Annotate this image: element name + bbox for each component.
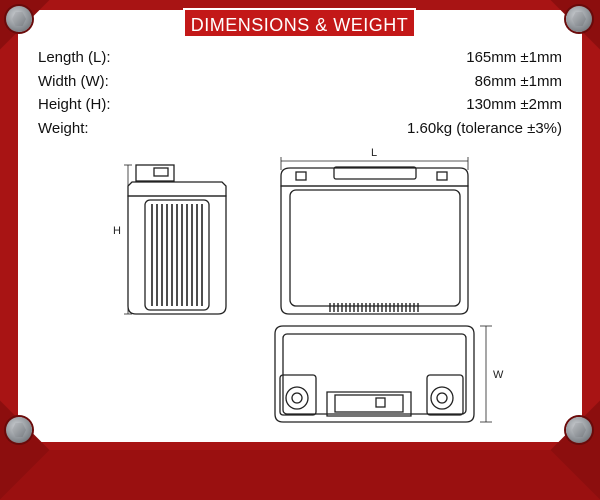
top-view-outline (274, 325, 475, 423)
terminal-left-icon (285, 386, 309, 410)
bolt-icon (566, 417, 592, 443)
top-view: W (274, 325, 504, 423)
length-marker: L (371, 147, 377, 159)
spec-value: 86mm ±1mm (474, 72, 562, 90)
spec-label: Weight: (38, 119, 89, 137)
bolt-icon (6, 6, 32, 32)
spec-label: Length (L): (38, 49, 111, 66)
front-view-lid (280, 167, 469, 187)
height-marker: H (113, 225, 121, 237)
spec-row-height: Height (H): 130mm ±2mm (38, 93, 562, 117)
terminal-right-icon (430, 386, 454, 410)
spec-value: 1.60kg (tolerance ±3%) (407, 119, 562, 137)
bolt-icon (6, 417, 32, 443)
bolt-icon (566, 6, 592, 32)
spec-label: Height (H): (38, 96, 111, 113)
content-panel (18, 10, 582, 442)
side-view-terminal (135, 164, 175, 182)
spec-row-weight: Weight: 1.60kg (tolerance ±3%) (38, 117, 562, 141)
spec-row-length: Length (L): 165mm ±1mm (38, 46, 562, 70)
side-view: H (113, 164, 227, 315)
spec-value: 165mm ±1mm (466, 49, 562, 66)
side-view-body (127, 195, 227, 315)
battery-diagram: H L (113, 147, 504, 423)
spec-row-width: Width (W): 86mm ±1mm (38, 70, 562, 94)
section-title: DIMENSIONS & WEIGHT (183, 8, 416, 38)
width-marker: W (493, 369, 504, 381)
front-view-body (280, 185, 469, 315)
spec-value: 130mm ±2mm (466, 96, 562, 113)
side-view-lid (127, 181, 227, 197)
top-view-handle (326, 391, 412, 417)
spec-label: Width (W): (38, 72, 109, 90)
spec-list: Length (L): 165mm ±1mm Width (W): 86mm ±… (38, 46, 562, 140)
front-view: L (280, 147, 469, 315)
